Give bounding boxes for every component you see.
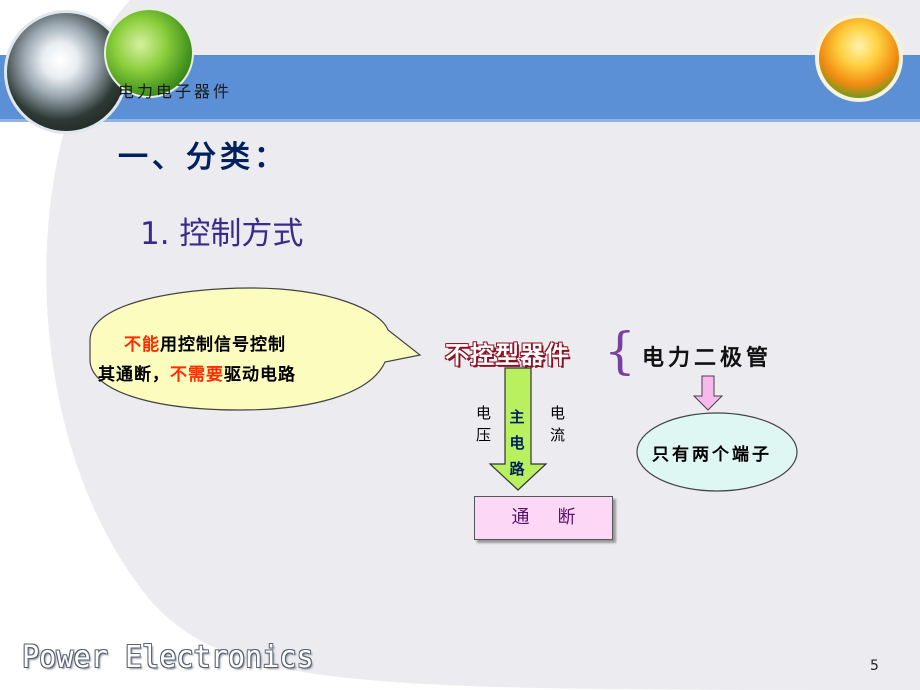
bubble-emphasis-cannot: 不能 — [124, 335, 160, 355]
header-band-underline — [0, 119, 920, 122]
on-off-text: 通断 — [511, 507, 604, 528]
current-char-1: 电 — [550, 404, 566, 422]
subheading: 1. 控制方式 — [140, 216, 304, 252]
voltage-char-1: 电 — [476, 404, 492, 422]
tulip-photo — [815, 14, 903, 102]
main-circuit-char-2: 电 — [509, 434, 525, 452]
bubble-text-line1: 不能用控制信号控制 — [124, 330, 286, 355]
page-number: 5 — [870, 658, 879, 674]
header-title: 电力电子器件 — [118, 82, 233, 101]
two-terminals-label: 只有两个端子 — [652, 445, 772, 465]
voltage-char-2: 压 — [476, 426, 492, 444]
current-char-2: 流 — [550, 426, 566, 444]
bubble-text-control: 用控制信号控制 — [160, 335, 286, 355]
main-circuit-char-3: 路 — [509, 460, 525, 478]
main-circuit-label: 主 电 路 — [507, 404, 527, 482]
leaf-photo — [104, 8, 194, 98]
current-label: 电 流 — [550, 402, 568, 446]
power-diode-label: 电力二极管 — [642, 346, 773, 371]
voltage-label: 电 压 — [476, 402, 494, 446]
main-circuit-char-1: 主 — [509, 408, 525, 426]
footer-title: Power Electronics — [22, 640, 314, 675]
curly-brace: { — [604, 322, 636, 380]
on-off-box: 通断 — [474, 496, 613, 540]
bubble-text-onoff: 其通断， — [98, 365, 170, 385]
page-heading: 一、分类： — [118, 140, 288, 175]
bubble-emphasis-no-need: 不需要 — [170, 365, 224, 385]
uncontrolled-device-title: 不控型器件 — [445, 341, 570, 369]
bubble-text-line2: 其通断，不需要驱动电路 — [98, 360, 296, 385]
bubble-text-drive: 驱动电路 — [224, 365, 296, 385]
